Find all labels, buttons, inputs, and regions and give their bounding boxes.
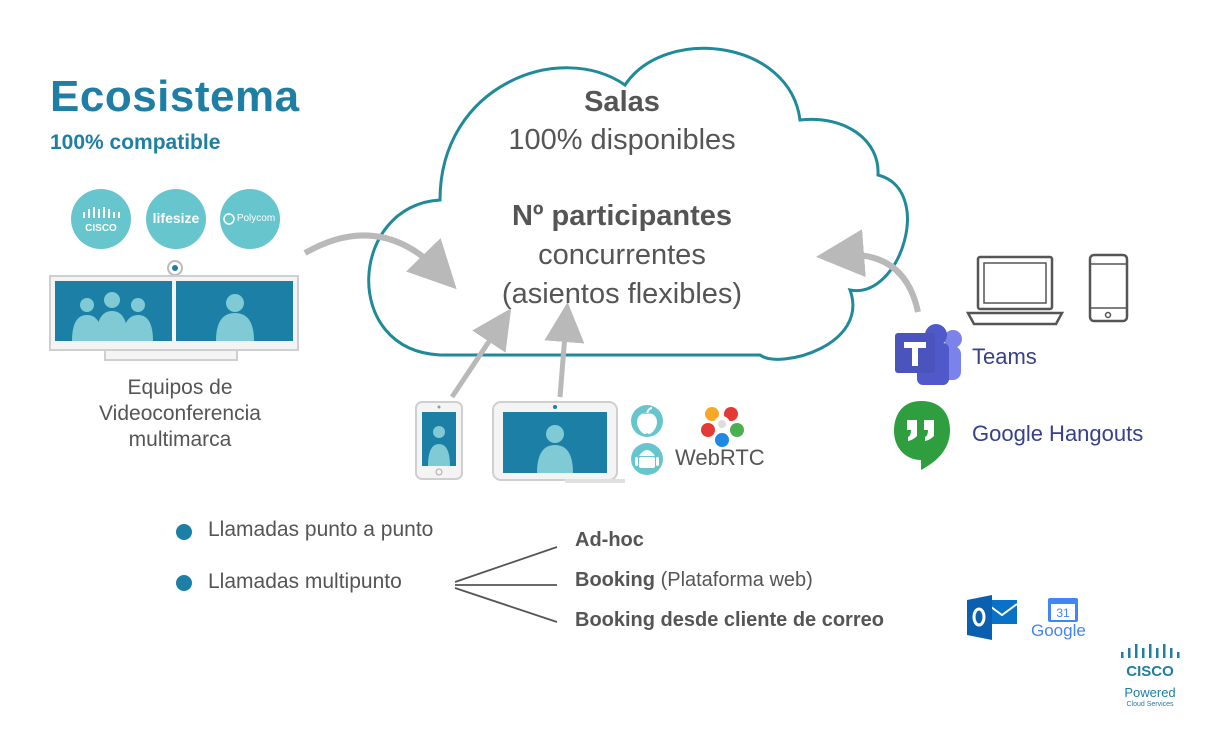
cisco-powered-label: Powered — [1124, 685, 1176, 700]
polycom-logo-circle — [220, 189, 280, 249]
cisco-cloud-services-label: Cloud Services — [1126, 701, 1174, 708]
cisco-brand-label: CISCO — [1126, 663, 1174, 680]
vendor-logo-lifesize: lifesize — [152, 210, 200, 226]
calendar-day-text: 31 — [1056, 606, 1070, 620]
hangouts-label: Google Hangouts — [972, 421, 1144, 446]
lifesize-logo-circle — [146, 189, 206, 249]
smartphone-client-icon — [415, 401, 463, 480]
bullet-point-icon — [176, 524, 192, 540]
hangouts-logo-icon — [894, 401, 950, 470]
cloud-participants-line2: (asientos flexibles) — [501, 278, 743, 310]
apple-icon — [631, 405, 663, 437]
mobile-device-icon — [1088, 253, 1129, 323]
equipment-label: Equipos de Videoconferencia multimarca — [99, 376, 261, 451]
arrow-devices-to-cloud — [816, 229, 921, 313]
teams-logo-icon — [895, 324, 962, 385]
laptop-device-icon — [965, 255, 1065, 326]
cloud-participants-title: Nº participantes — [511, 200, 733, 232]
call-multipoint: Llamadas multipunto — [208, 570, 402, 593]
cisco-logo-circle — [71, 189, 131, 249]
multipoint-branch-lines — [454, 546, 558, 623]
arrow-equipment-to-cloud — [303, 232, 457, 290]
android-icon — [631, 443, 663, 475]
page-title: Ecosistema — [50, 72, 300, 121]
teams-label: Teams — [972, 344, 1037, 369]
option-adhoc: Ad-hoc — [575, 529, 644, 551]
cisco-powered-logo-icon — [1121, 644, 1180, 658]
option-booking-note: (Plataforma web) — [660, 569, 813, 591]
option-booking-mail: Booking desde cliente de correo — [575, 609, 884, 631]
vendor-logo-polycom: Polycom — [236, 213, 276, 224]
arrow-phone-to-cloud — [449, 308, 512, 399]
page-subtitle: 100% compatible — [50, 131, 221, 154]
cloud-shape — [367, 46, 909, 361]
webrtc-label: WebRTC — [675, 445, 765, 470]
call-point-to-point: Llamadas punto a punto — [208, 518, 434, 541]
vendor-logo-cisco: CISCO — [85, 223, 117, 234]
webrtc-logo-icon — [701, 407, 744, 447]
google-calendar-icon: 31 — [1048, 598, 1078, 622]
option-booking-web: Booking (Plataforma web) — [575, 569, 813, 592]
arrow-tablet-to-cloud — [544, 302, 585, 398]
option-booking-label: Booking — [575, 569, 655, 591]
bullet-multipoint-icon — [176, 575, 192, 591]
videoconference-system-icon — [49, 260, 299, 361]
cloud-rooms-title: Salas — [584, 86, 660, 118]
cloud-participants-line1: concurrentes — [538, 239, 706, 271]
google-label: Google — [1031, 621, 1086, 640]
outlook-logo-icon — [967, 595, 1018, 640]
cloud-rooms-subtitle: 100% disponibles — [508, 124, 736, 156]
tablet-client-icon — [492, 401, 625, 483]
